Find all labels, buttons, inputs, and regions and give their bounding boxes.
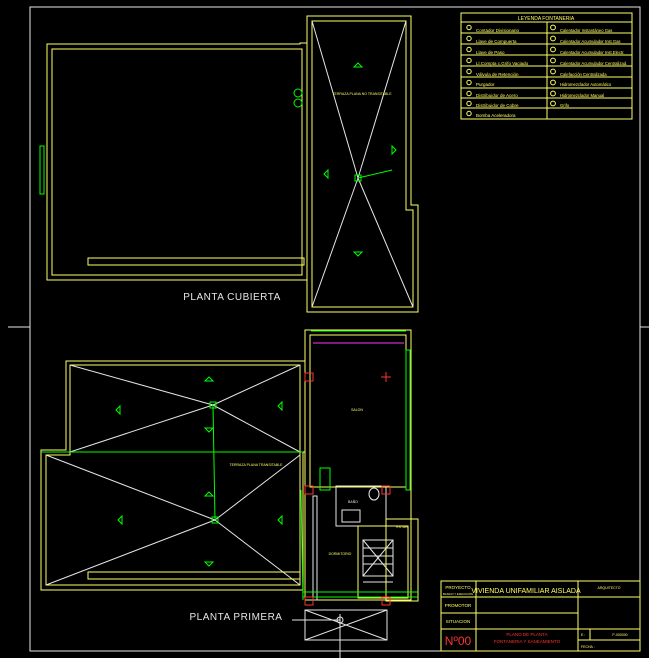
legend-item: Contador Divisionario xyxy=(476,28,520,33)
legend-symbol-icon xyxy=(466,24,472,31)
title-block-fecha: FECHA : xyxy=(581,645,595,649)
legend-item: Purgador xyxy=(476,82,495,87)
legend-symbol-icon xyxy=(550,46,556,53)
legend-symbol-icon xyxy=(550,35,556,42)
legend-item: Llave de Compuerta xyxy=(476,39,517,44)
legend-symbol-icon xyxy=(466,79,472,86)
legend-symbol-icon xyxy=(466,46,472,53)
first-floor-building: SALON BAÑO DORMITORIO ESTAR xyxy=(292,329,419,651)
roof-plan: TERRAZA PLANA NO TRANSITABLE PLANTA CUBI… xyxy=(39,15,419,313)
legend-symbol-icon xyxy=(550,57,556,64)
legend-symbol-icon xyxy=(466,57,472,64)
first-floor-terrace: TERRAZA PLANA TRANSITABLE xyxy=(40,360,306,591)
title-block-p-code: P-000000 xyxy=(612,633,627,637)
legend-title: LEYENDA FONTANERIA xyxy=(518,16,575,22)
legend-symbol-icon xyxy=(550,24,556,31)
title-block-promotor-label: PROMOTOR xyxy=(445,603,472,608)
title-block-proyecto-label: PROYECTO xyxy=(445,585,471,590)
title-block-arquitecto-label: ARQUITECTO xyxy=(598,586,621,590)
room-dormitorio: DORMITORIO xyxy=(329,552,352,556)
title-block-plan-title-2: FONTANERIA Y SANEAMIENTO xyxy=(494,639,561,644)
room-bano: BAÑO xyxy=(348,499,358,504)
legend-item: Calentador Acumulador Inst.Gas xyxy=(560,39,621,44)
legend-item: Válvula de Retención xyxy=(476,72,519,77)
legend-symbol-icon xyxy=(466,110,472,117)
title-block: PROYECTO BASICO Y EJECUCION VIVIENDA UNI… xyxy=(440,580,641,652)
roof-terrace-note: TERRAZA PLANA NO TRANSITABLE xyxy=(332,92,392,96)
title-block-escala: E : xyxy=(581,633,585,637)
legend-symbol-icon xyxy=(550,79,556,86)
legend-item: Ll.Compta c.Grifo Vaciado xyxy=(476,61,529,66)
first-floor-plan: TERRAZA PLANA TRANSITABLE SALON BAÑO DOR… xyxy=(40,329,419,651)
title-block-plan-title-1: PLANO DE PLANTA xyxy=(506,632,547,637)
legend-item: Hidromezclador Automático xyxy=(560,82,612,87)
title-block-proyecto-sub: BASICO Y EJECUCION xyxy=(443,592,473,596)
legend-symbol-icon xyxy=(466,68,472,75)
roof-main-outline xyxy=(46,42,308,281)
title-block-situacion-label: SITUACION xyxy=(446,619,471,624)
roof-terrace: TERRAZA PLANA NO TRANSITABLE xyxy=(306,15,419,313)
title-block-plan-number: Nº00 xyxy=(445,634,472,648)
legend-item: Calefacción Centralizada xyxy=(560,72,607,77)
legend-item: Distribuidor de Cobre xyxy=(476,103,519,108)
legend-item: Hidromezclador Manual xyxy=(560,93,604,98)
legend-symbol-icon xyxy=(550,68,556,75)
roof-plan-title: PLANTA CUBIERTA xyxy=(183,292,281,303)
legend-item: Calentador Acumulador Centralizad. xyxy=(560,61,627,66)
legend-symbol-icon xyxy=(550,90,556,97)
legend-item: Bomba Aceleradora xyxy=(476,113,516,118)
legend-item: Grifo xyxy=(560,103,570,108)
first-floor-plan-title: PLANTA PRIMERA xyxy=(190,612,283,623)
legend-item: Calentador Acumulador Inst.Electr. xyxy=(560,50,624,55)
legend-symbol-icon xyxy=(466,100,472,107)
legend-item: Calentador Instantáneo Gas xyxy=(560,28,612,33)
room-salon: SALON xyxy=(351,408,363,412)
legend: LEYENDA FONTANERIA Contador Divisionario… xyxy=(460,12,633,120)
legend-symbol-icon xyxy=(466,35,472,42)
title-block-proyecto-value: VIVIENDA UNIFAMILIAR AISLADA xyxy=(471,588,581,595)
room-estar: ESTAR xyxy=(396,525,408,529)
first-floor-terrace-note: TERRAZA PLANA TRANSITABLE xyxy=(230,463,284,467)
legend-symbol-icon xyxy=(550,100,556,107)
sheet-border xyxy=(8,6,649,658)
legend-symbol-icon xyxy=(466,90,472,97)
legend-item: Llave de Paso xyxy=(476,50,505,55)
legend-item: Distribuidor de Acero xyxy=(476,93,518,98)
